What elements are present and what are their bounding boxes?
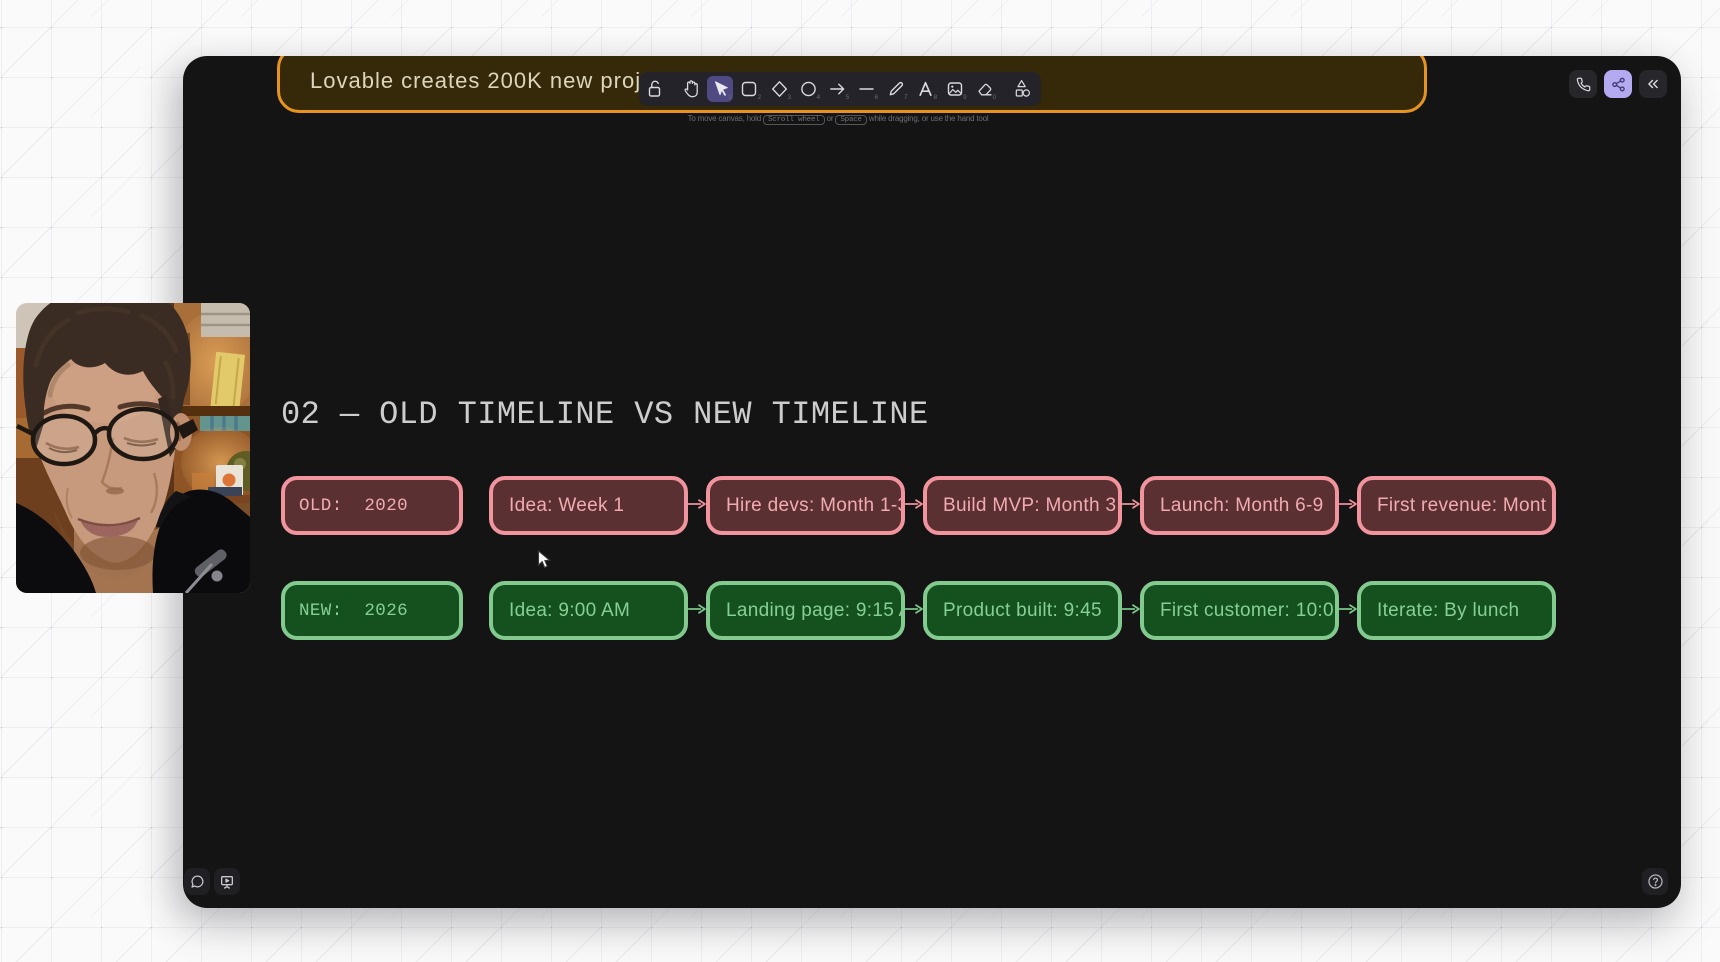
- svg-text:6: 6: [875, 94, 879, 101]
- svg-text:7: 7: [904, 94, 908, 101]
- svg-text:8: 8: [934, 94, 938, 101]
- svg-text:1: 1: [728, 94, 732, 101]
- svg-text:9: 9: [963, 94, 967, 101]
- svg-text:0: 0: [993, 94, 997, 101]
- svg-text:5: 5: [846, 94, 850, 101]
- svg-text:2: 2: [758, 94, 762, 101]
- svg-text:4: 4: [817, 94, 821, 101]
- svg-text:3: 3: [788, 94, 792, 101]
